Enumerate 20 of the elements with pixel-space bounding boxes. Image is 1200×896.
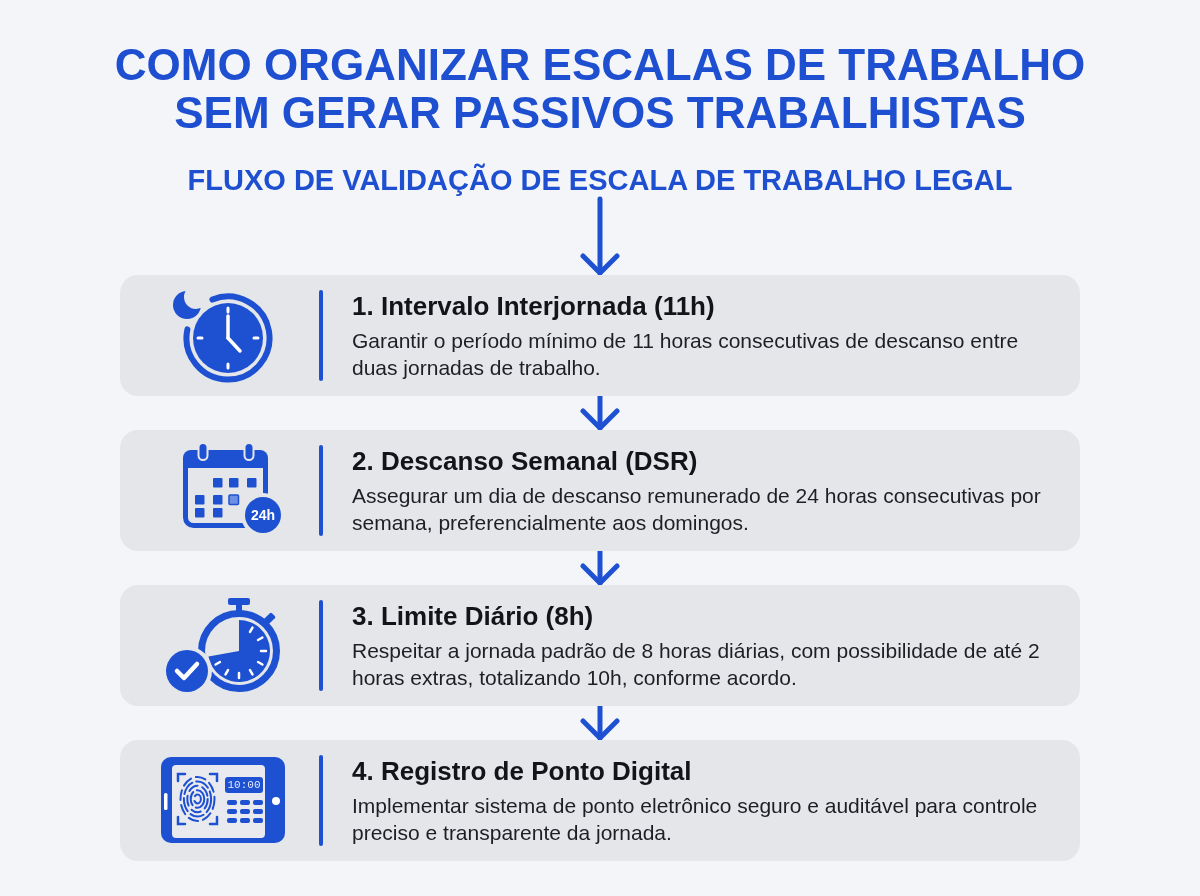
step-heading: 2. Descanso Semanal (DSR): [352, 445, 699, 477]
step-card: [120, 430, 1080, 551]
step-description: Garantir o período mínimo de 11 horas consecutivas de descanso entre duas jornadas de trabalho.: [352, 328, 1020, 381]
arrow: [580, 548, 620, 586]
step-heading: 1. Intervalo Interjornada (11h): [352, 290, 716, 322]
arrow: [580, 703, 620, 741]
step-description: Implementar sistema de ponto eletrônico seguro e auditável para controle preciso e transparente da jornada.: [352, 793, 1039, 846]
step-heading: 3. Limite Diário (8h): [352, 600, 595, 632]
step-description: Respeitar a jornada padrão de 8 horas diárias, com possibilidade de até 2 horas extras, totalizando 10h, conforme acordo.: [352, 638, 1041, 691]
step-description: Assegurar um dia de descanso remunerado de 24 horas consecutivas por semana, preferencialmente aos domingos.: [352, 483, 1042, 536]
arrow: [580, 196, 620, 276]
time-display: 10:00: [225, 777, 263, 793]
step-card: [120, 585, 1080, 706]
step-card: [120, 275, 1080, 396]
arrow: [580, 393, 620, 431]
step-card: [120, 740, 1080, 861]
title: COMO ORGANIZAR ESCALAS DE TRABALHO SEM GERAR PASSIVOS TRABALHISTAS: [113, 41, 1087, 137]
step-heading: 4. Registro de Ponto Digital: [352, 755, 693, 787]
duration-badge: 24h: [245, 497, 281, 533]
flow-subtitle: FLUXO DE VALIDAÇÃO DE ESCALA DE TRABALHO LEGAL: [187, 161, 1013, 199]
